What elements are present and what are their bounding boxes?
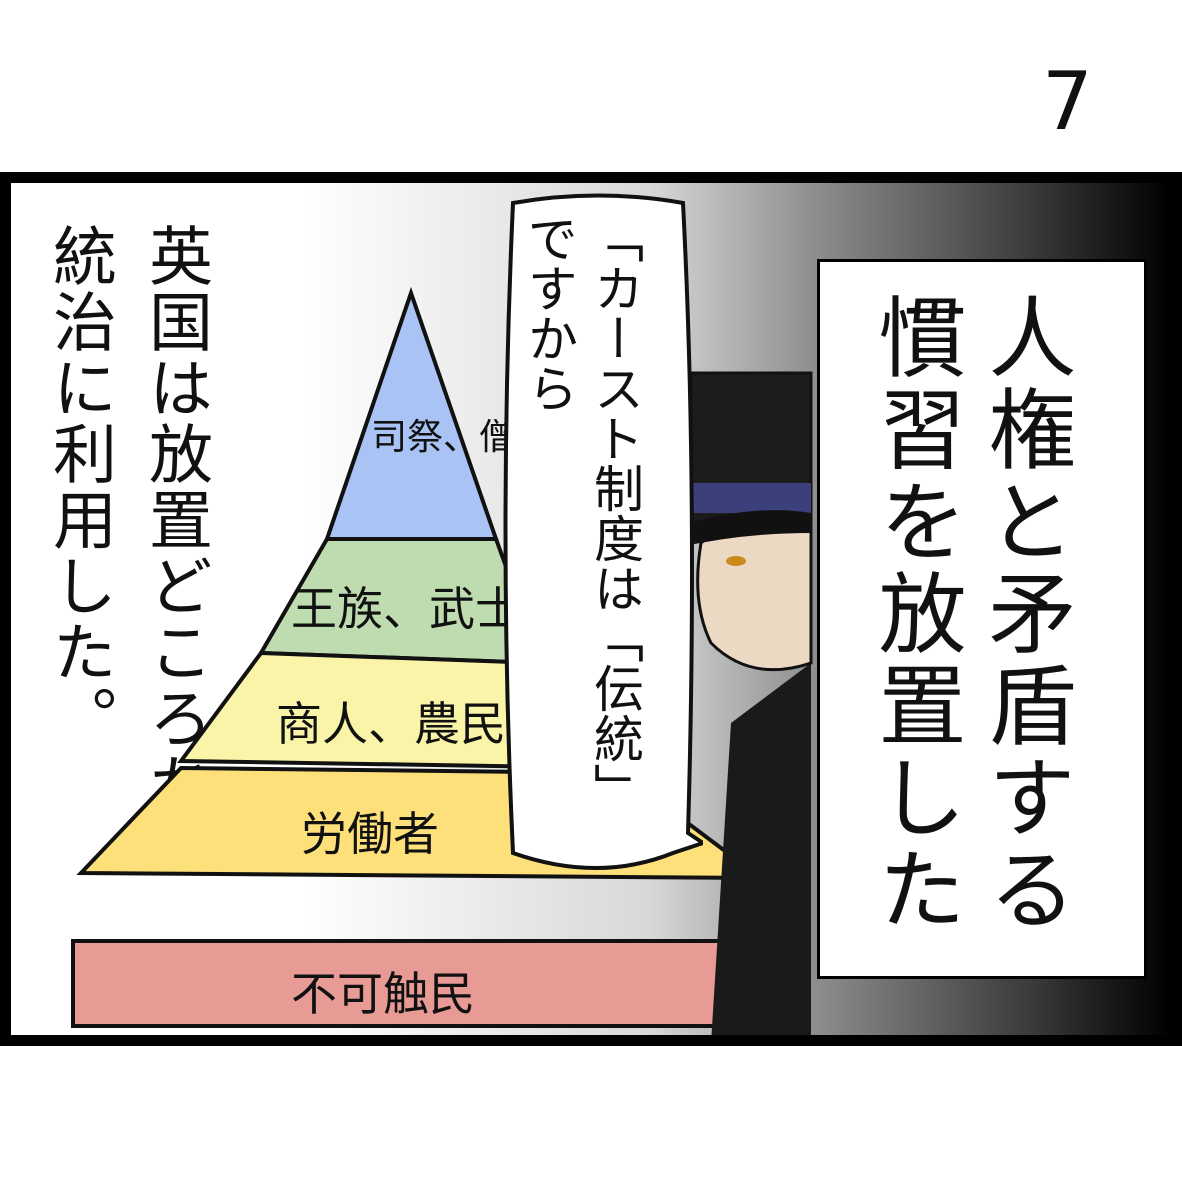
speech-text: 「カースト制度は「伝統」ですから [520,213,644,813]
comic-panel: 英国は放置どころか統治に利用した。 司祭、僧侶 王族、武士 商人、農民 労働者 … [0,172,1182,1046]
tier-label: 商人、農民 [276,697,506,751]
narration-text: 英国は放置どころか統治に利用した。 [42,223,212,817]
page-number: 7 [1042,55,1093,148]
tier-label: 労働者 [301,807,439,861]
caption-box: 人権と矛盾する慣習を放置した [817,259,1147,979]
outcast-bar [71,939,765,1028]
speech-bubble [503,193,703,870]
tier-label: 王族、武士 [291,582,521,636]
outcast-label: 不可触民 [291,967,475,1021]
character-figure [671,371,813,1035]
caption-text: 人権と矛盾する慣習を放置した [864,292,1077,936]
